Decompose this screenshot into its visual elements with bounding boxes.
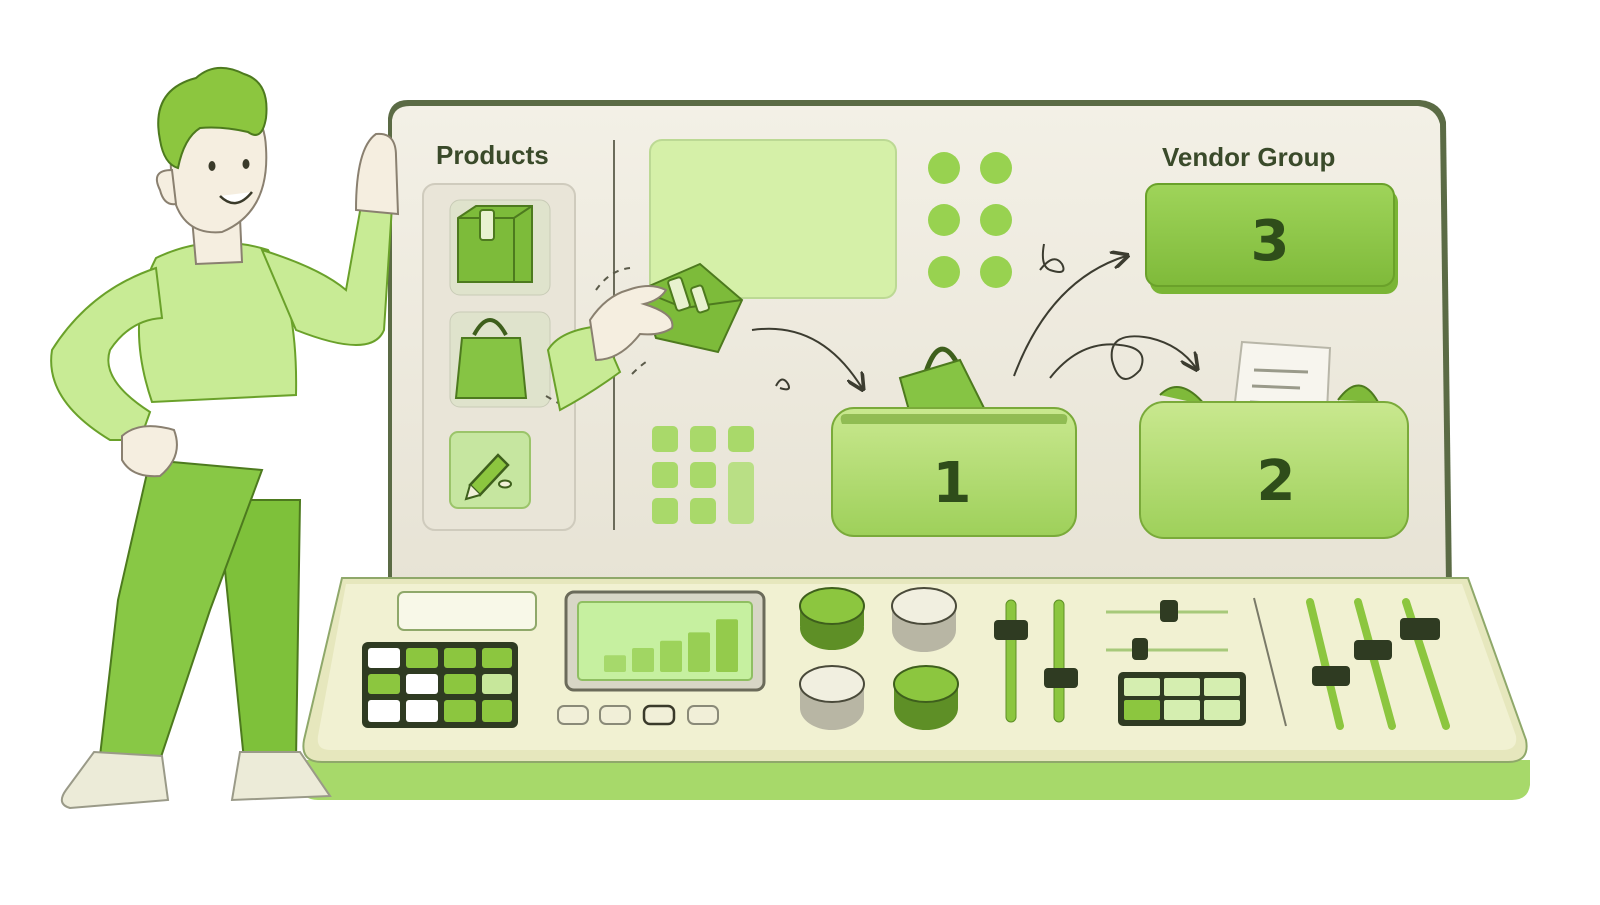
products-title: Products (436, 140, 549, 170)
fader-3[interactable] (1400, 598, 1450, 730)
character-arm-left (50, 266, 164, 441)
h-slider-knob-2[interactable] (1132, 638, 1148, 660)
character-shoe-back (230, 751, 332, 802)
group-1-number: 1 (933, 451, 972, 516)
character-ear (156, 168, 178, 206)
squiggle-1 (775, 378, 790, 391)
fader-1[interactable] (1306, 598, 1350, 730)
vendor-group-3[interactable]: 3 (1145, 183, 1398, 294)
arrow-to-bin-2 (1049, 335, 1196, 380)
group-2-number: 2 (1257, 449, 1296, 514)
hand-with-package (546, 262, 744, 412)
product-item-edit[interactable] (449, 431, 531, 509)
small-button-2[interactable] (599, 705, 631, 725)
mini-bar-chart (604, 619, 738, 672)
slider-1[interactable] (994, 599, 1028, 723)
shopping-bag-icon (454, 318, 528, 399)
character-hand-left (121, 425, 178, 478)
bin-2[interactable]: 2 (1139, 340, 1409, 539)
vendor-group-title: Vendor Group (1162, 142, 1335, 172)
edit-tag-icon (464, 453, 512, 501)
slider-bank-2 (1306, 598, 1450, 730)
dot-grid (928, 152, 1012, 288)
bin-1[interactable]: 1 (831, 346, 1077, 537)
mini-bar-4 (688, 632, 710, 672)
package-hand (588, 285, 674, 362)
console-divider (1253, 597, 1287, 727)
product-item-box[interactable] (449, 199, 551, 296)
mini-bar-2 (632, 648, 654, 672)
keypad-right[interactable] (1118, 672, 1246, 726)
slider-bank-1 (994, 599, 1078, 723)
small-button-3[interactable] (642, 704, 676, 726)
fader-2[interactable] (1354, 598, 1396, 730)
round-buttons (799, 587, 959, 730)
mini-monitor (564, 590, 766, 692)
group-3-number: 3 (1251, 209, 1290, 274)
monitor-buttons (557, 704, 719, 726)
squiggle-2 (1039, 243, 1065, 273)
horizontal-sliders (1106, 600, 1228, 660)
round-button-green-2[interactable] (893, 665, 959, 730)
tile-grid (652, 426, 754, 524)
keypad-left[interactable] (362, 642, 518, 728)
products-section: Products (422, 140, 576, 531)
small-button-1[interactable] (557, 705, 589, 725)
arrow-to-bin-1 (751, 327, 862, 388)
character-smile (219, 191, 253, 205)
character-shoe-front (60, 750, 170, 810)
box-icon (457, 205, 533, 283)
console-label-strip (397, 591, 537, 631)
round-button-cream-1[interactable] (891, 587, 957, 652)
character-hand-right (354, 132, 400, 216)
round-button-green-1[interactable] (799, 587, 865, 650)
mini-bar-5 (716, 619, 738, 672)
arrow-to-group-3 (1013, 256, 1126, 377)
small-button-4[interactable] (687, 705, 719, 725)
display-card (649, 139, 897, 299)
mini-bar-1 (604, 655, 626, 672)
character-arm-right (260, 198, 394, 346)
slider-2[interactable] (1044, 599, 1078, 723)
vendor-group-section: Vendor Group 3 (1145, 142, 1398, 294)
h-slider-knob-1[interactable] (1160, 600, 1178, 622)
mini-bar-3 (660, 640, 682, 672)
character (50, 67, 400, 810)
flow-arrows (751, 243, 1196, 391)
round-button-cream-2[interactable] (799, 665, 865, 730)
character-hair (157, 67, 268, 170)
product-item-bag[interactable] (449, 311, 551, 408)
